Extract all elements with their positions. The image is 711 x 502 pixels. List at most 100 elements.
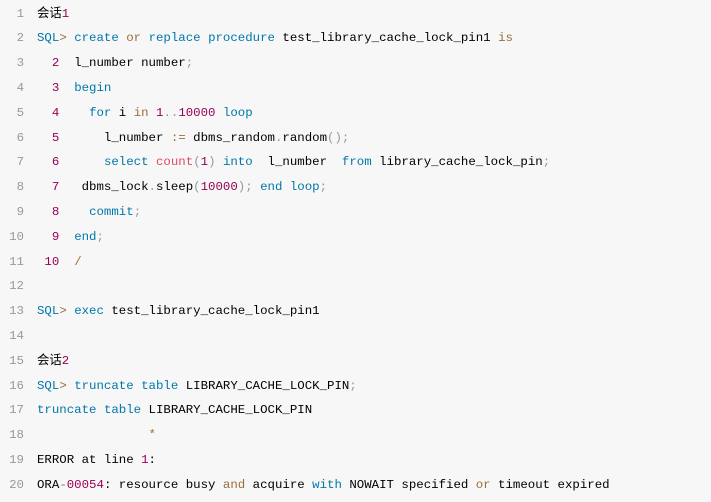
code-token: [253, 180, 260, 194]
code-token: dbms_random: [185, 130, 275, 145]
code-token: dbms_lock: [59, 180, 149, 195]
code-token: sleep: [155, 180, 194, 195]
code-token: replace: [148, 31, 201, 46]
code-token: ;: [96, 229, 104, 244]
code-token: [37, 428, 149, 442]
code-token: [282, 180, 289, 194]
code-token: :=: [170, 130, 186, 145]
code-line: 19 ERROR at line 1:: [0, 448, 711, 473]
code-token: ERROR at line: [37, 452, 142, 467]
code-token: table: [141, 378, 179, 393]
code-token: loop: [289, 180, 320, 195]
code-token: 2: [61, 353, 70, 368]
code-token: (: [193, 155, 201, 170]
code-token: in: [133, 105, 149, 120]
code-text: 6 select count(1) into l_number from lib…: [37, 150, 550, 175]
code-token: 1: [156, 105, 164, 120]
code-token: or: [126, 31, 142, 46]
code-token: ;: [185, 56, 194, 71]
code-line: 11 10 /: [0, 250, 711, 275]
line-number: 2: [16, 31, 24, 46]
code-text: 10 /: [37, 250, 81, 275]
code-text: ORA-00054: resource busy and acquire wit…: [37, 473, 610, 498]
code-token: count: [156, 155, 194, 170]
code-token: library_cache_lock_pin: [371, 155, 543, 170]
code-text: 9 end;: [37, 225, 104, 250]
code-token: ORA: [37, 477, 60, 492]
code-token: [59, 155, 104, 169]
code-token: 会话: [37, 6, 62, 21]
line-number: 19: [9, 452, 24, 467]
code-token: (: [193, 180, 201, 195]
code-token: [134, 379, 141, 393]
code-text: 8 commit;: [37, 200, 141, 225]
code-line: 4 3 begin: [0, 76, 711, 101]
code-token: commit: [89, 204, 134, 219]
line-number: 10: [9, 229, 24, 244]
code-token: i: [111, 105, 134, 120]
code-token: [141, 31, 148, 45]
line-number: 11: [9, 254, 24, 269]
code-line: 14: [0, 324, 711, 349]
code-line: 5 4 for i in 1..10000 loop: [0, 101, 711, 126]
code-token: ;: [319, 180, 328, 195]
code-text: 5 l_number := dbms_random.random();: [37, 126, 349, 151]
code-token: ;: [542, 155, 551, 170]
code-token: 2: [37, 56, 60, 71]
code-token: random: [282, 130, 328, 145]
line-number: 17: [9, 403, 24, 418]
line-number: 4: [16, 80, 24, 95]
code-token: from: [341, 155, 372, 170]
code-token: [149, 155, 156, 169]
code-token: [59, 106, 89, 120]
code-token: truncate: [74, 378, 134, 393]
code-token: 4: [37, 105, 60, 120]
code-text: SQL> truncate table LIBRARY_CACHE_LOCK_P…: [37, 374, 357, 399]
code-text: 会话1: [37, 2, 69, 27]
code-line: 16 SQL> truncate table LIBRARY_CACHE_LOCK…: [0, 374, 711, 399]
code-token: select: [103, 155, 149, 170]
line-number: 15: [9, 353, 24, 368]
code-text: ERROR at line 1:: [37, 448, 156, 473]
code-token: is: [498, 31, 513, 46]
code-token: >: [59, 378, 67, 393]
code-token: procedure: [208, 31, 275, 46]
code-line: 6 5 l_number := dbms_random.random();: [0, 126, 711, 151]
code-token: >: [59, 304, 67, 319]
code-token: ): [208, 155, 216, 170]
line-number: 9: [16, 204, 24, 219]
code-token: 3: [37, 80, 60, 95]
code-token: NOWAIT specified: [341, 477, 476, 492]
code-token: [59, 81, 74, 95]
code-token: 10000: [178, 105, 216, 120]
code-text: 3 begin: [37, 76, 112, 101]
line-number: 5: [16, 105, 24, 120]
code-token: -: [59, 477, 67, 492]
code-line: 17 truncate table LIBRARY_CACHE_LOCK_PIN: [0, 398, 711, 423]
code-token: loop: [222, 105, 253, 120]
line-number: 16: [9, 378, 24, 393]
code-text: truncate table LIBRARY_CACHE_LOCK_PIN: [37, 398, 312, 423]
code-line: 3 2 l_number number;: [0, 51, 711, 76]
code-token: into: [222, 155, 253, 170]
code-token: test_library_cache_lock_pin1: [103, 304, 320, 319]
code-text: 2 l_number number;: [37, 51, 193, 76]
code-token: ;: [349, 378, 357, 393]
code-token: l_number: [59, 130, 171, 145]
code-token: .: [274, 130, 283, 145]
code-token: [149, 106, 156, 120]
code-line: 12: [0, 274, 711, 299]
code-text: *: [37, 423, 156, 448]
code-token: l_number: [252, 155, 342, 170]
code-line: 10 9 end;: [0, 225, 711, 250]
code-token: [59, 205, 89, 219]
code-token: or: [475, 477, 491, 492]
code-token: l_number number: [59, 56, 186, 71]
code-token: [216, 155, 223, 169]
code-token: create: [74, 31, 119, 46]
code-token: with: [312, 477, 342, 492]
line-number: 20: [9, 477, 24, 492]
